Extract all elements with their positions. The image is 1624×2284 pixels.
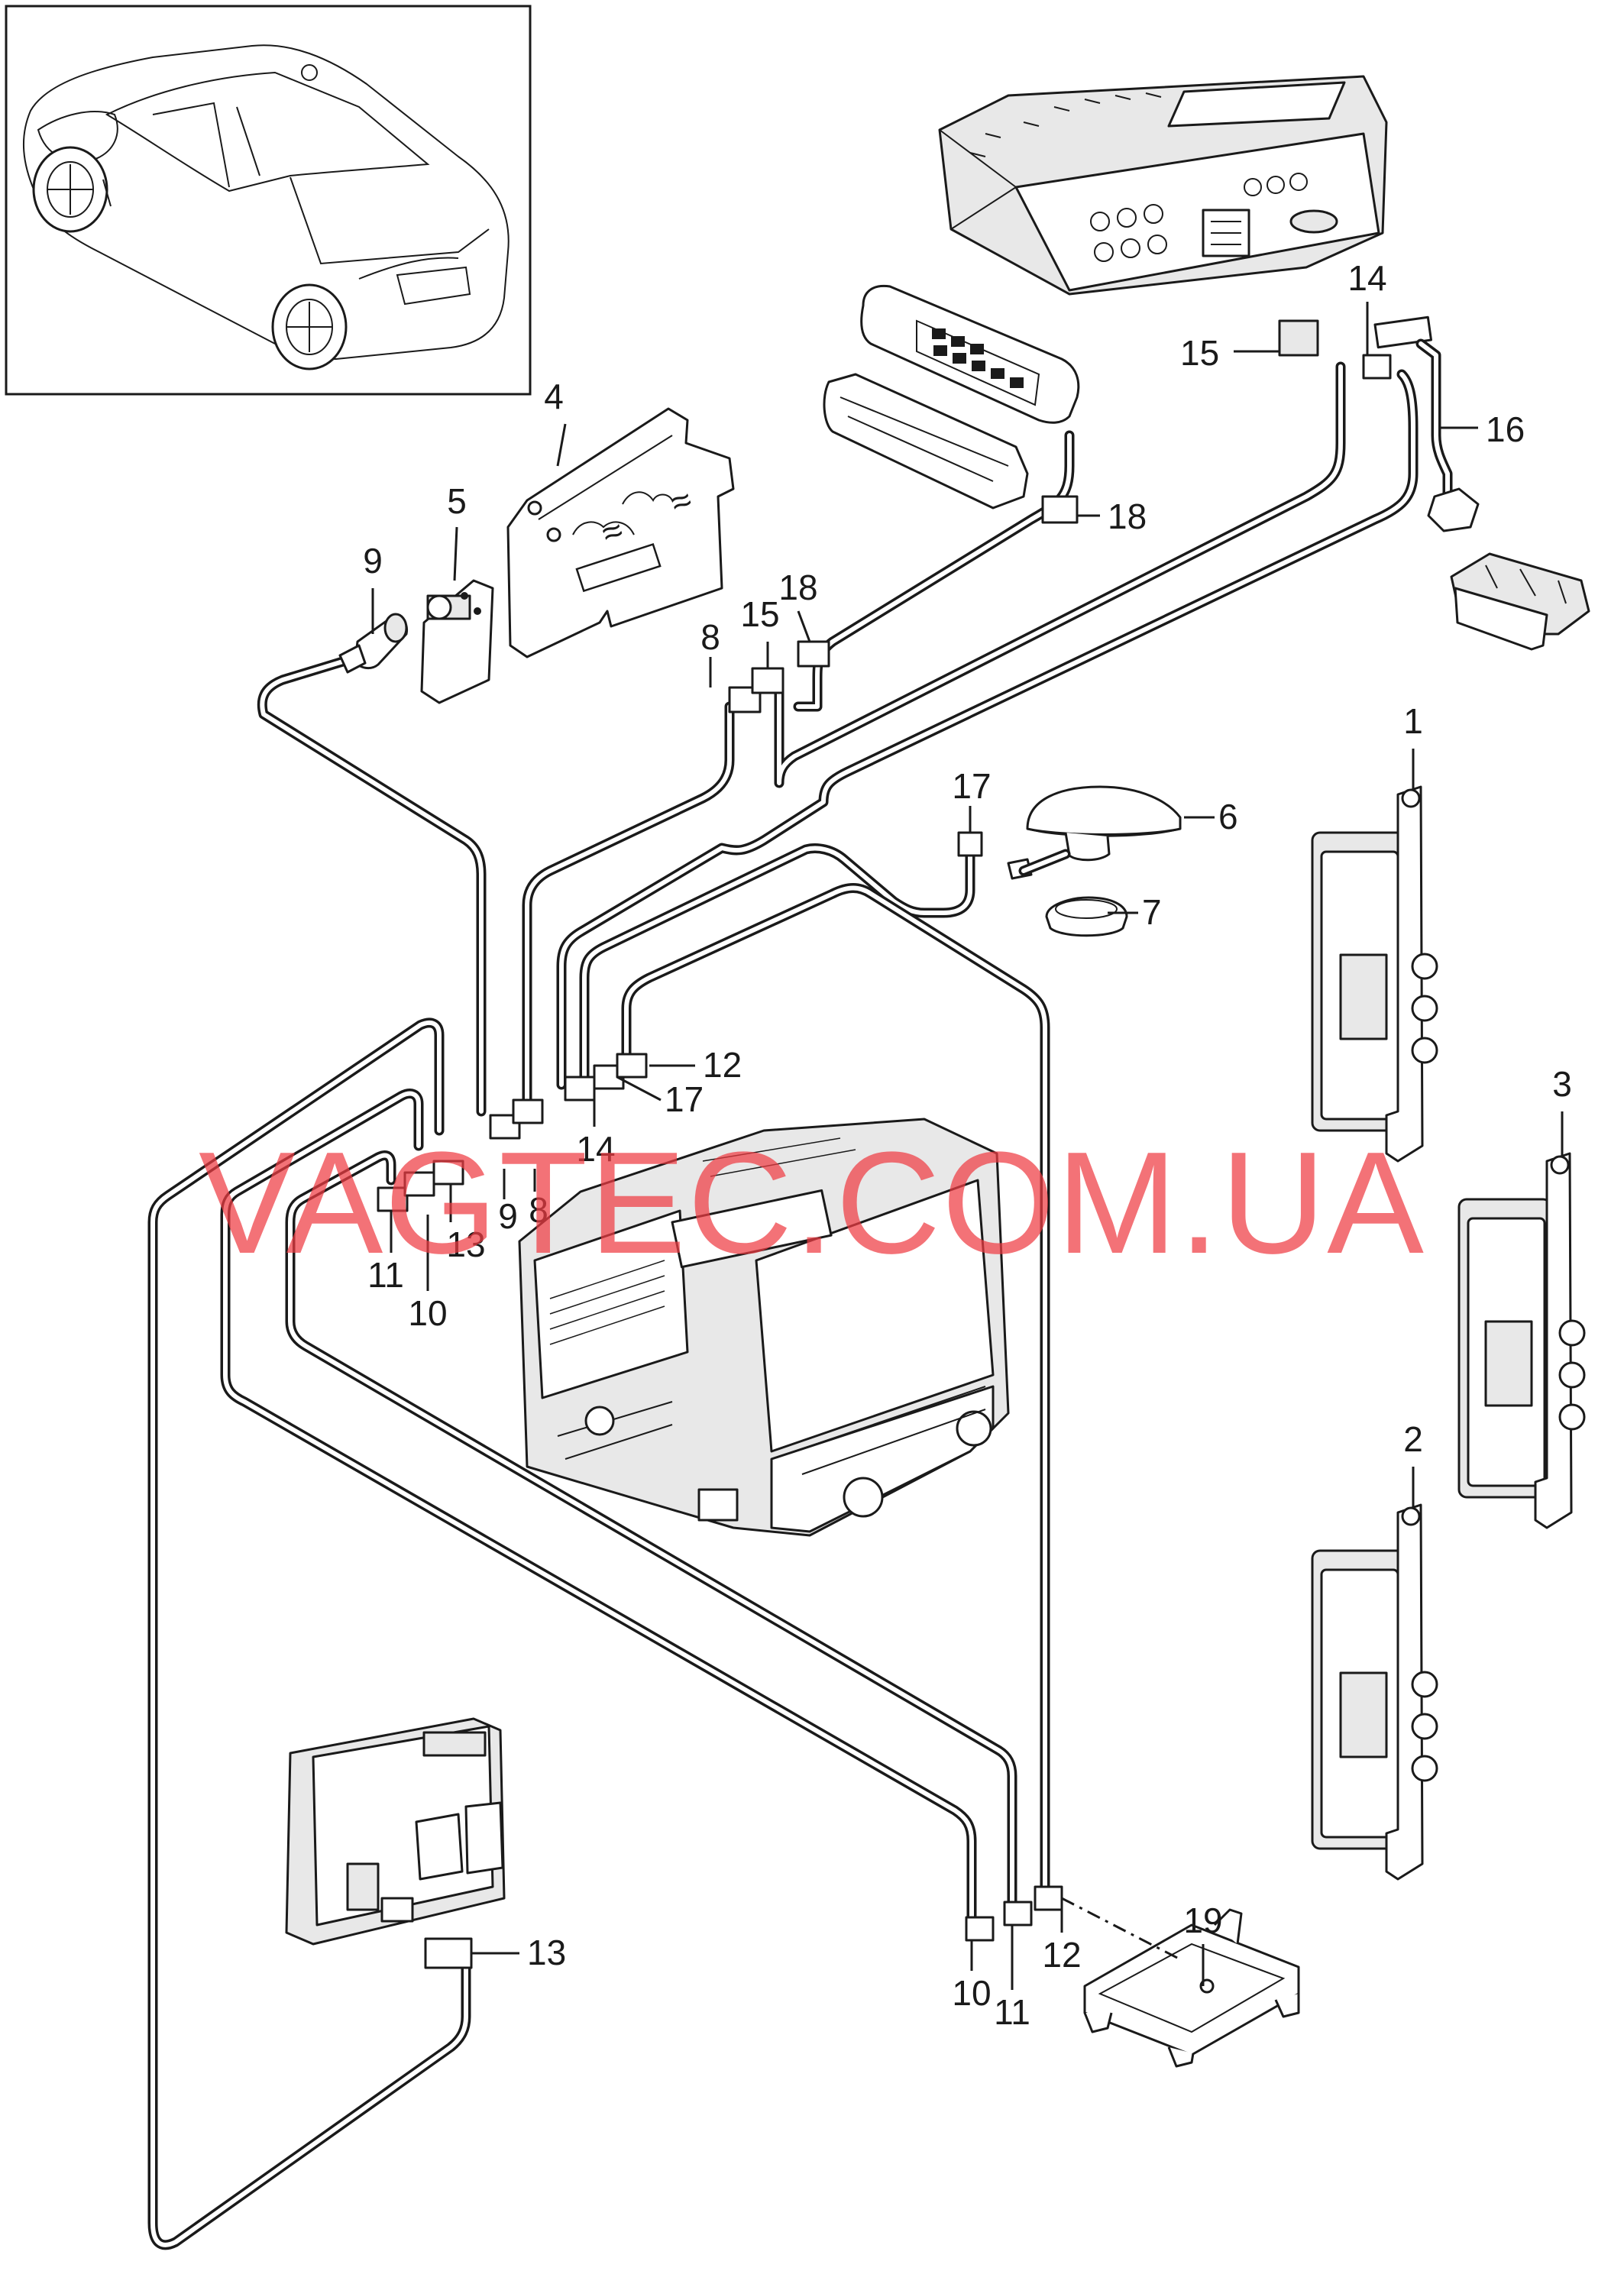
callout-14-upper: 14 [1347, 258, 1386, 298]
callout-5: 5 [447, 481, 467, 521]
callout-15-lower: 15 [740, 594, 779, 634]
callout-17-upper: 17 [952, 766, 991, 806]
callout-3: 3 [1552, 1064, 1572, 1104]
vehicle-inset [5, 5, 532, 396]
callout-7: 7 [1142, 892, 1162, 932]
callout-6: 6 [1218, 797, 1238, 836]
callout-13-lower: 13 [527, 1933, 566, 1972]
callout-4: 4 [544, 377, 564, 416]
callout-10-lower: 10 [952, 1973, 991, 2013]
roof-antenna-part [1007, 785, 1182, 937]
callout-14-lower: 14 [576, 1129, 615, 1169]
antenna-module-part [420, 579, 494, 704]
amplifier-2-part [1311, 1503, 1438, 1881]
callout-11-lower: 11 [994, 1992, 1030, 2032]
leader-lines [371, 302, 1564, 1990]
callout-17-lower: 17 [665, 1079, 704, 1119]
callout-11-upper: 11 [367, 1255, 404, 1295]
callout-2: 2 [1403, 1419, 1423, 1459]
callout-9-upper: 9 [363, 541, 383, 581]
callout-12-upper: 12 [703, 1045, 742, 1085]
callout-12-lower: 12 [1042, 1935, 1081, 1975]
mounting-frame-part [1083, 1908, 1300, 2068]
module-16-part [1373, 315, 1590, 651]
telematics-box-part [938, 75, 1388, 296]
callout-1: 1 [1403, 701, 1423, 741]
control-unit-part [285, 1717, 506, 1946]
antenna-plug-part [338, 613, 409, 674]
callout-18-upper: 18 [1108, 497, 1147, 536]
callout-19: 19 [1183, 1901, 1222, 1940]
wiring-harness [147, 361, 1419, 2250]
callout-16: 16 [1486, 409, 1525, 449]
mounting-bracket-part: ≈ ≈ [506, 407, 735, 658]
connectors [377, 319, 1392, 1969]
amplifier-1-part [1311, 785, 1438, 1163]
callout-labels: 1 2 3 4 5 6 7 8 8 9 9 10 10 11 11 12 12 … [363, 258, 1572, 2032]
callout-8-upper: 8 [700, 617, 720, 657]
callout-9-lower: 9 [498, 1196, 518, 1236]
callout-18-lower: 18 [778, 568, 817, 607]
callout-8-lower: 8 [529, 1190, 548, 1230]
amplifier-3-part [1457, 1152, 1586, 1529]
callout-10-upper: 10 [408, 1293, 447, 1333]
callout-13-upper: 13 [446, 1224, 485, 1264]
watermark-text: VAGTEC.COM.UA [199, 1122, 1425, 1284]
head-unit-part [518, 1118, 1010, 1537]
phone-handset-part [823, 284, 1080, 510]
callout-15-upper: 15 [1180, 333, 1219, 373]
